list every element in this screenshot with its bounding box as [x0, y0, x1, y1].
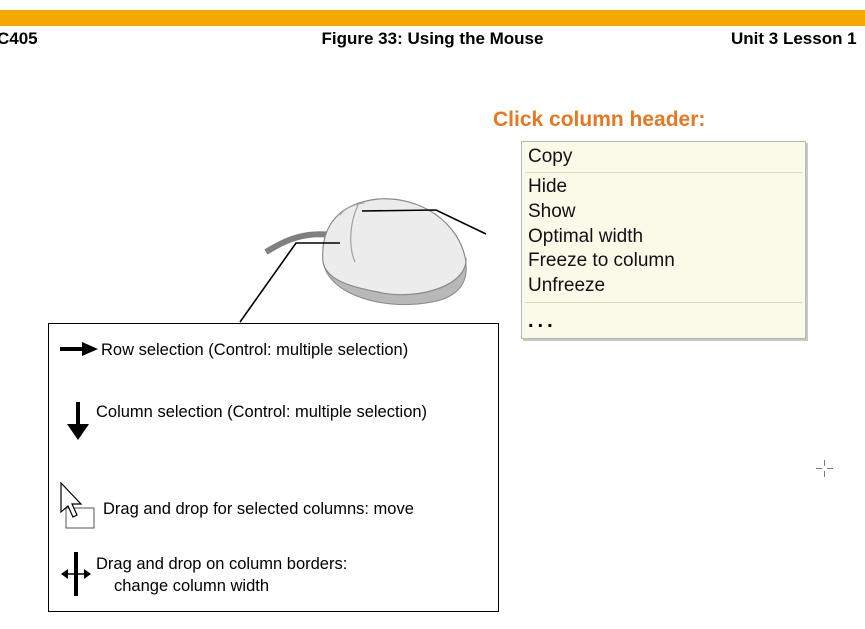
menu-separator [525, 172, 802, 173]
crosshair-cursor-icon [816, 460, 833, 477]
unit-lesson: Unit 3 Lesson 1 [731, 29, 857, 48]
legend-row-selection: Row selection (Control: multiple selecti… [101, 341, 409, 359]
brand-bar [0, 10, 865, 26]
menu-item-optimal-width[interactable]: Optimal width [528, 226, 644, 247]
menu-item-freeze[interactable]: Freeze to column [528, 250, 675, 271]
menu-item-unfreeze[interactable]: Unfreeze [528, 275, 606, 296]
legend-resize-line1: Drag and drop on column borders: [96, 555, 348, 573]
drag-pointer-icon [60, 482, 95, 529]
legend-box: Row selection (Control: multiple selecti… [48, 323, 499, 612]
context-menu: Copy Hide Show Optimal width Freeze to c… [521, 141, 806, 339]
legend-column-selection: Column selection (Control: multiple sele… [96, 403, 428, 421]
course-code: C405 [0, 29, 38, 48]
legend-resize-line2: change column width [114, 577, 270, 595]
arrow-right-icon [60, 342, 98, 356]
legend-drag-move: Drag and drop for selected columns: move [103, 500, 414, 518]
menu-title: Click column header: [493, 108, 706, 131]
arrow-down-icon [67, 402, 89, 440]
menu-separator [525, 302, 802, 303]
resize-column-icon [61, 552, 91, 596]
menu-item-show[interactable]: Show [528, 201, 576, 222]
menu-item-copy[interactable]: Copy [528, 146, 573, 167]
menu-item-more[interactable]: ... [528, 310, 557, 332]
menu-item-hide[interactable]: Hide [528, 176, 568, 197]
figure-title: Figure 33: Using the Mouse [321, 29, 544, 48]
